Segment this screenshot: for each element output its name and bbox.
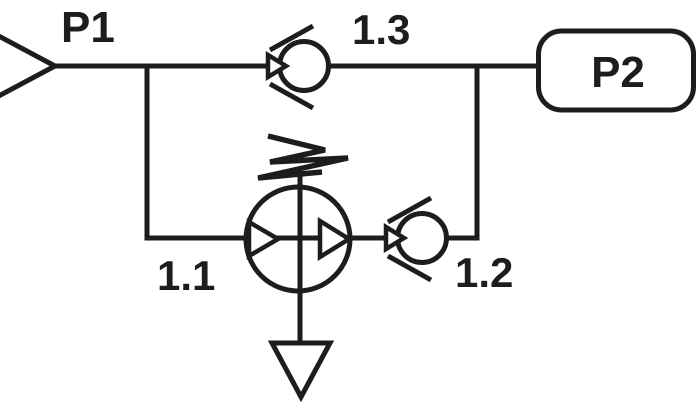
p1-port-arrow-icon	[0, 33, 61, 99]
check-valve-right-group	[383, 195, 449, 283]
check-valve-top-seat-icon	[265, 50, 291, 82]
regulator-valve-label: 1.1	[157, 252, 215, 299]
check-valve-top-seat-line-lower	[268, 81, 315, 111]
regulator-internals-group	[246, 133, 354, 343]
check-valve-top-group	[265, 23, 331, 111]
check-valve-top-label: 1.3	[352, 6, 410, 53]
check-valve-right-seat-line-upper	[386, 195, 433, 225]
p1-port-label: P1	[61, 3, 115, 52]
check-valve-top-seat-line-upper	[268, 23, 315, 53]
p2-port-label: P2	[591, 48, 645, 97]
check-valve-right-seat-icon	[383, 222, 409, 254]
spring-icon	[257, 133, 349, 181]
check-valve-right-seat-line-lower	[386, 253, 433, 283]
p2-port-box	[536, 28, 696, 113]
regulator-flow-arrow-right-icon	[317, 216, 354, 262]
p2-port-group: P2	[536, 28, 696, 113]
regulator-flow-arrow-left-icon	[246, 218, 283, 260]
branch-left-to-regulator	[144, 66, 387, 241]
branch-right-from-check-valve	[447, 66, 480, 241]
check-valve-right-label: 1.2	[455, 249, 513, 296]
exhaust-port-arrow-icon	[267, 340, 335, 402]
